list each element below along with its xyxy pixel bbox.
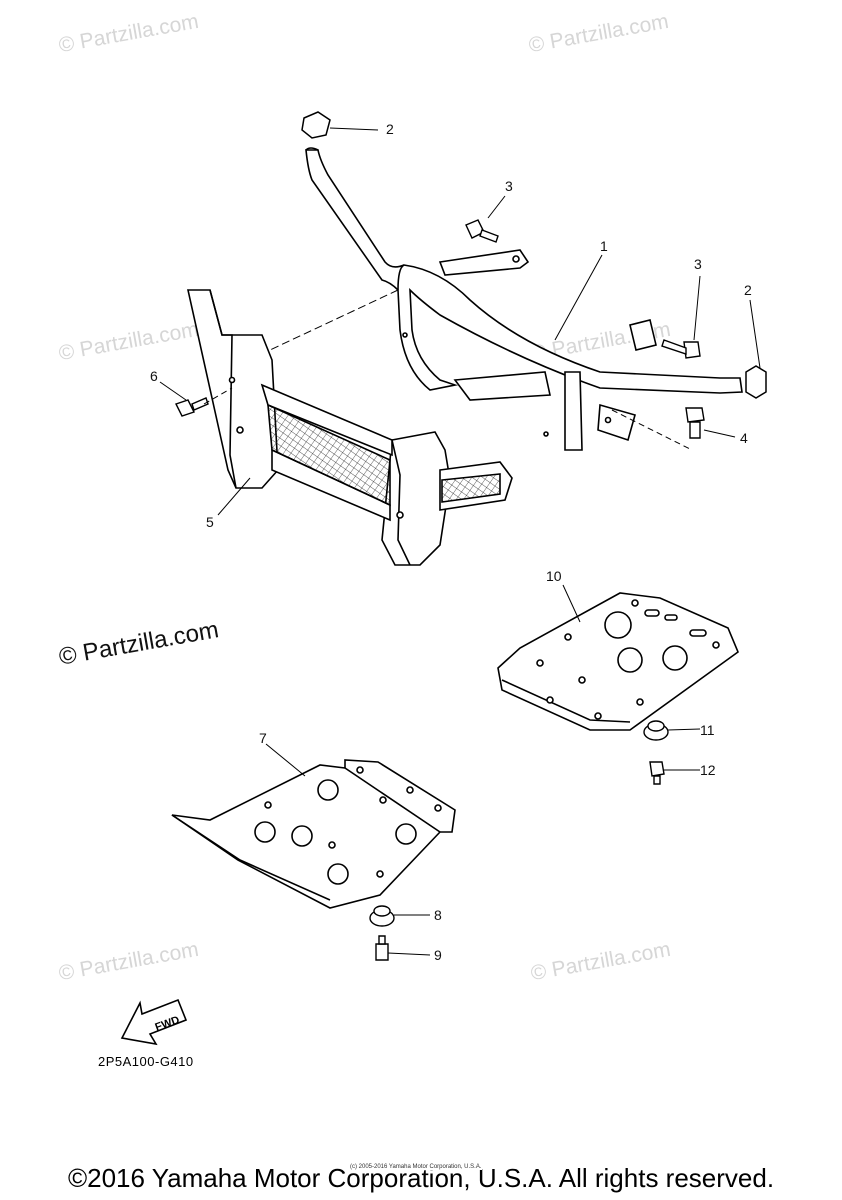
callout-4[interactable]: 4 [740,430,748,446]
callout-3[interactable]: 3 [694,256,702,272]
skid-plate-7 [171,759,456,909]
grommet-bolt-8-9 [369,905,395,961]
callout-2[interactable]: 2 [744,282,752,298]
callout-9[interactable]: 9 [434,947,442,963]
bumper [187,289,513,566]
bolts [175,219,705,439]
callout-3[interactable]: 3 [505,178,513,194]
grommet-bolt-11-12 [643,720,669,785]
tube-cap-2 [301,111,767,399]
fwd-arrow-icon [120,998,188,1046]
callout-1[interactable]: 1 [600,238,608,254]
callout-6[interactable]: 6 [150,368,158,384]
leader-lines [159,127,761,956]
callout-7[interactable]: 7 [259,730,267,746]
tiny-copyright-note: (c) 2005-2016 Yamaha Motor Corporation, … [350,1164,482,1170]
callout-8[interactable]: 8 [434,907,442,923]
callout-10[interactable]: 10 [546,568,562,584]
callout-12[interactable]: 12 [700,762,716,778]
diagram-code: 2P5A100-G410 [98,1054,194,1069]
callout-2[interactable]: 2 [386,121,394,137]
front-guard-tube [305,147,743,451]
callout-5[interactable]: 5 [206,514,214,530]
callout-11[interactable]: 11 [700,722,715,738]
skid-plate-10 [497,592,739,731]
